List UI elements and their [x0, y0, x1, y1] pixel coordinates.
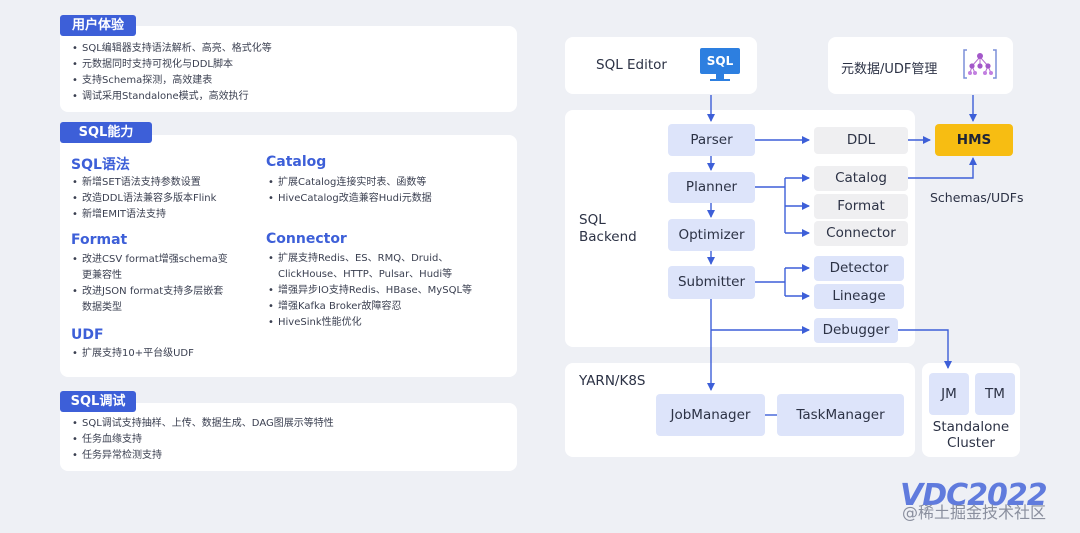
list-item: 新增EMIT语法支持 [70, 207, 216, 223]
list-item: 支持Schema探测，高效建表 [70, 73, 272, 89]
list-item: 扩展支持Redis、ES、RMQ、Druid、 [266, 251, 472, 267]
hms-node: HMS [935, 124, 1013, 156]
list-item: SQL调试支持抽样、上传、数据生成、DAG图展示等特性 [70, 416, 334, 432]
taskmanager-node: TaskManager [777, 394, 904, 436]
jm-node: JM [929, 373, 969, 415]
format-node: Format [814, 194, 908, 219]
connector-node: Connector [814, 221, 908, 246]
catalog-heading: Catalog [266, 154, 327, 170]
list-item: 调试采用Standalone模式，高效执行 [70, 89, 272, 105]
sql-backend-label: SQL Backend [579, 212, 637, 245]
format-list: 改进CSV format增强schema变 更兼容性 改进JSON format… [70, 252, 228, 316]
sql-capability-title: SQL能力 [60, 122, 152, 143]
list-item: HiveCatalog改造兼容Hudi元数据 [266, 191, 432, 207]
sql-badge-base [710, 79, 730, 81]
schemas-udfs-label: Schemas/UDFs [930, 190, 1024, 205]
user-experience-list: SQL编辑器支持语法解析、高亮、格式化等 元数据同时支持可视化与DDL脚本 支持… [70, 41, 272, 105]
catalog-node: Catalog [814, 166, 908, 191]
sql-badge-icon: SQL [700, 48, 740, 74]
planner-node: Planner [668, 172, 755, 203]
list-item: 改造DDL语法兼容多版本Flink [70, 191, 216, 207]
submitter-node: Submitter [668, 266, 755, 299]
list-item: 任务血缘支持 [70, 432, 334, 448]
udf-list: 扩展支持10+平台级UDF [70, 346, 194, 362]
standalone-cluster-label: Standalone Cluster [932, 419, 1010, 451]
sql-debug-title: SQL调试 [60, 391, 136, 412]
ddl-node: DDL [814, 127, 908, 154]
detector-node: Detector [814, 256, 904, 281]
juejin-watermark: @稀土掘金技术社区 [902, 503, 1047, 522]
yarn-k8s-label: YARN/K8S [579, 373, 646, 389]
debugger-node: Debugger [814, 318, 898, 343]
list-item: 扩展Catalog连接实时表、函数等 [266, 175, 432, 191]
sql-syntax-list: 新增SET语法支持参数设置 改造DDL语法兼容多版本Flink 新增EMIT语法… [70, 175, 216, 223]
udf-heading: UDF [71, 327, 104, 343]
lineage-node: Lineage [814, 284, 904, 309]
list-item: ClickHouse、HTTP、Pulsar、Hudi等 [278, 269, 453, 280]
tm-node: TM [975, 373, 1015, 415]
connector-list: 扩展支持Redis、ES、RMQ、Druid、 ClickHouse、HTTP、… [266, 251, 472, 331]
user-experience-title: 用户体验 [60, 15, 136, 36]
list-item: 数据类型 [82, 302, 122, 313]
list-item: 扩展支持10+平台级UDF [70, 346, 194, 362]
metadata-label: 元数据/UDF管理 [841, 62, 938, 77]
list-item: 更兼容性 [82, 270, 122, 281]
sql-debug-list: SQL调试支持抽样、上传、数据生成、DAG图展示等特性 任务血缘支持 任务异常检… [70, 416, 334, 464]
list-item: 改进JSON format支持多层嵌套 [70, 284, 228, 300]
format-heading: Format [71, 232, 128, 248]
list-item: 任务异常检测支持 [70, 448, 334, 464]
parser-node: Parser [668, 124, 755, 156]
jobmanager-node: JobManager [656, 394, 765, 436]
list-item: 增强Kafka Broker故障容忍 [266, 299, 472, 315]
list-item: 元数据同时支持可视化与DDL脚本 [70, 57, 272, 73]
vdc-logo: VDC2022 [900, 478, 1048, 513]
hierarchy-icon [962, 46, 998, 82]
optimizer-node: Optimizer [668, 219, 755, 251]
list-item: 改进CSV format增强schema变 [70, 252, 228, 268]
sql-syntax-heading: SQL语法 [71, 157, 130, 173]
list-item: 新增SET语法支持参数设置 [70, 175, 216, 191]
catalog-list: 扩展Catalog连接实时表、函数等 HiveCatalog改造兼容Hudi元数… [266, 175, 432, 207]
list-item: 增强异步IO支持Redis、HBase、MySQL等 [266, 283, 472, 299]
sql-badge-stand [716, 74, 724, 79]
connector-heading: Connector [266, 231, 347, 247]
sql-editor-label: SQL Editor [596, 57, 667, 73]
list-item: SQL编辑器支持语法解析、高亮、格式化等 [70, 41, 272, 57]
list-item: HiveSink性能优化 [266, 315, 472, 331]
